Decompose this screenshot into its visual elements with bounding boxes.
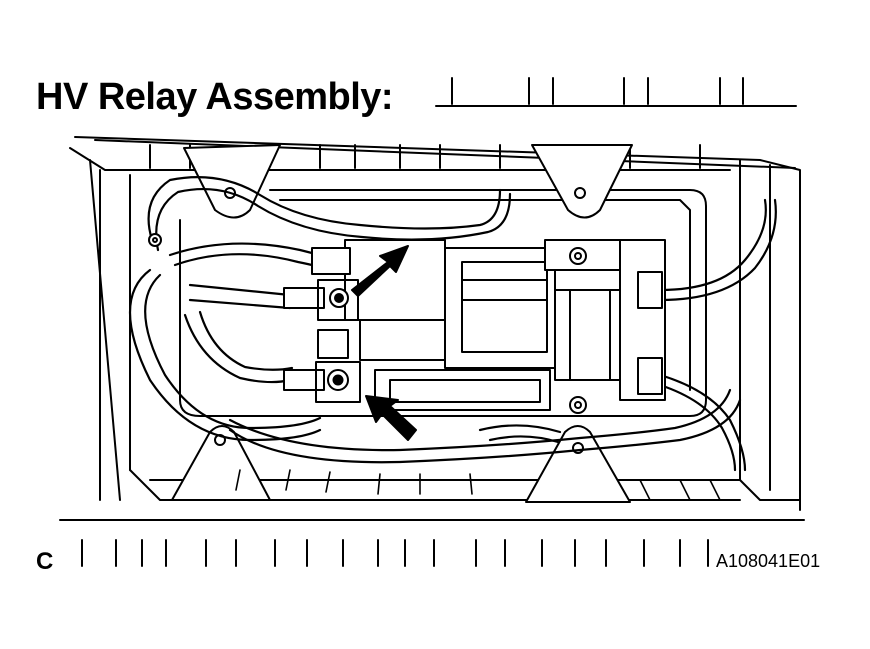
arrow-icon-lower: [365, 395, 417, 441]
inner-tray: [179, 189, 707, 417]
mounting-bracket-top-right: [531, 144, 633, 219]
side-connectors: [311, 247, 663, 395]
cable-harness: [128, 176, 777, 472]
floor-slats: [235, 469, 721, 501]
title-underline: [435, 77, 797, 107]
terminal-nut-upper: [283, 279, 359, 321]
figure-code: A108041E01: [716, 551, 821, 571]
mounting-bracket-bottom-right: [525, 425, 631, 503]
relay-main-body: [344, 239, 666, 411]
view-letter: C: [36, 548, 54, 575]
bolt-icons: [148, 233, 587, 414]
terminal-nut-lower: [283, 329, 361, 403]
arrow-icon-upper: [351, 245, 409, 297]
diagram-title: HV Relay Assembly:: [36, 76, 394, 118]
bottom-ticks: [59, 519, 805, 567]
